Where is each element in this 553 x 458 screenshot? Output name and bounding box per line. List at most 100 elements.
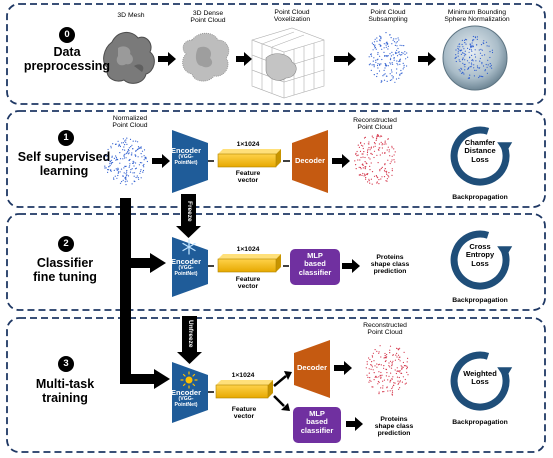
cloud-point: [357, 144, 359, 146]
cloud-point: [484, 54, 486, 56]
cloud-point: [138, 178, 140, 180]
cloud-point: [377, 149, 380, 151]
cloud-point: [379, 44, 381, 46]
cloud-point: [384, 142, 386, 144]
cloud-point: [387, 138, 389, 140]
prediction-label: Proteins shape class prediction: [366, 416, 422, 437]
cloud-point: [479, 75, 481, 77]
right-arrow-icon: [334, 52, 356, 66]
cloud-point: [396, 52, 398, 54]
feature-vector-3: [215, 380, 273, 399]
cloud-point: [110, 159, 113, 161]
cloud-point: [470, 47, 472, 49]
cloud-point: [462, 46, 464, 48]
cloud-point: [369, 63, 371, 65]
cloud-point: [370, 147, 372, 149]
cloud-point: [378, 363, 381, 365]
cloud-point: [365, 367, 367, 369]
cloud-point: [364, 136, 366, 138]
cloud-point: [124, 140, 126, 142]
freeze-arrow: [176, 194, 201, 238]
cloud-point: [361, 174, 363, 176]
cloud-point: [473, 39, 475, 41]
cloud-point: [122, 175, 124, 177]
cloud-point: [457, 47, 459, 50]
cloud-point: [401, 366, 403, 368]
backprop-label: Backpropagation: [452, 297, 508, 304]
vector-label: Feature vector: [225, 170, 271, 184]
cloud-point: [380, 356, 382, 358]
stage-title-line: learning: [39, 164, 89, 179]
cloud-point: [124, 144, 126, 146]
cloud-point: [478, 76, 480, 79]
cloud-point: [126, 174, 128, 176]
cloud-point: [457, 55, 459, 57]
cloud-point: [389, 360, 392, 362]
cloud-point: [362, 164, 364, 166]
cloud-point: [135, 155, 137, 157]
cloud-point: [378, 381, 380, 383]
cloud-point: [387, 159, 389, 161]
cloud-point: [388, 375, 390, 377]
cloud-point: [381, 58, 383, 61]
cloud-point: [386, 55, 388, 57]
cloud-point: [399, 387, 401, 389]
cloud-point: [464, 50, 466, 52]
cloud-point: [405, 58, 407, 60]
cloud-point: [397, 47, 399, 50]
cloud-point: [117, 172, 119, 174]
cloud-point: [481, 49, 483, 51]
cloud-point: [384, 360, 386, 363]
cloud-point: [373, 379, 375, 381]
cloud-point: [386, 80, 388, 82]
cloud-point: [376, 154, 378, 156]
label-line: Loss: [471, 377, 489, 387]
stage-title-line: Classifier: [36, 256, 94, 270]
cloud-point: [482, 65, 485, 67]
cloud-point: [381, 48, 383, 50]
cloud-point: [471, 54, 473, 57]
decoder-label: Decoder: [294, 156, 325, 165]
cloud-point: [368, 56, 370, 58]
reconstructed-cloud-image: [365, 345, 409, 396]
stage-number-badge: 0: [59, 27, 75, 43]
cloud-point: [384, 170, 386, 173]
cloud-point: [378, 183, 380, 185]
cloud-point: [109, 160, 112, 162]
label-line: MLP: [307, 251, 323, 260]
cloud-point: [472, 46, 474, 48]
cloud-point: [394, 369, 396, 371]
panel-multitask: [6, 317, 546, 453]
cloud-point: [396, 376, 399, 378]
cloud-point: [376, 176, 378, 178]
cycle-arrow-icon: [450, 351, 513, 411]
decoder-shape-3: [294, 340, 330, 398]
cloud-point: [376, 363, 378, 365]
input-label: Normalized Point Cloud: [100, 115, 160, 129]
cloud-point: [131, 144, 133, 146]
cloud-point: [403, 64, 405, 66]
decoder-shape-1: [292, 130, 328, 193]
cloud-point: [116, 169, 118, 171]
cloud-point: [406, 366, 408, 368]
cloud-point: [374, 365, 376, 367]
cloud-point: [374, 47, 376, 49]
cloud-point: [403, 365, 406, 367]
cloud-point: [119, 152, 121, 154]
cloud-point: [125, 173, 127, 175]
cloud-point: [370, 178, 372, 180]
cloud-point: [391, 170, 393, 172]
cloud-point: [461, 39, 463, 42]
cloud-point: [379, 63, 381, 65]
output-label: Reconstructed Point Cloud: [345, 117, 405, 131]
cloud-point: [131, 152, 133, 154]
cloud-point: [133, 175, 135, 177]
cloud-point: [372, 60, 374, 62]
cloud-point: [366, 154, 368, 156]
preprocess-arrows: [158, 52, 436, 66]
cloud-point: [468, 77, 470, 79]
cloud-point: [380, 36, 382, 38]
cloud-point: [464, 63, 466, 65]
cloud-point: [137, 146, 140, 148]
